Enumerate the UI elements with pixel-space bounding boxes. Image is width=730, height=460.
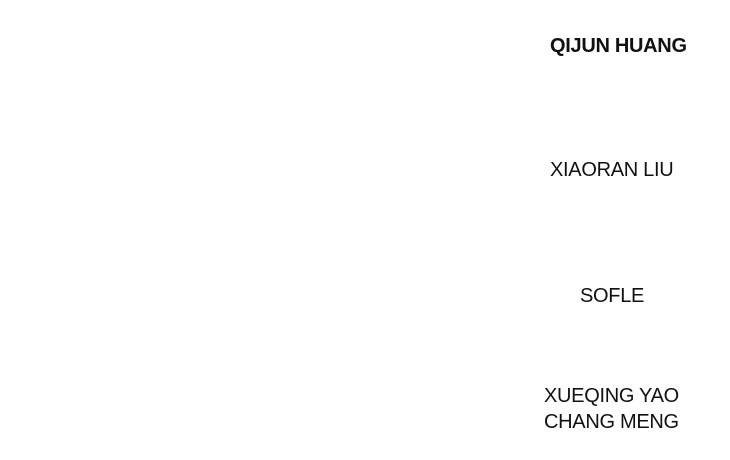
name-link-chang-meng[interactable]: CHANG MENG <box>544 411 679 433</box>
name-link-xueqing-yao[interactable]: XUEQING YAO <box>544 385 679 407</box>
name-link-xiaoran-liu[interactable]: XIAORAN LIU <box>550 159 674 181</box>
name-link-sofle[interactable]: SOFLE <box>580 285 645 307</box>
name-link-qijun-huang[interactable]: QIJUN HUANG <box>550 35 687 57</box>
